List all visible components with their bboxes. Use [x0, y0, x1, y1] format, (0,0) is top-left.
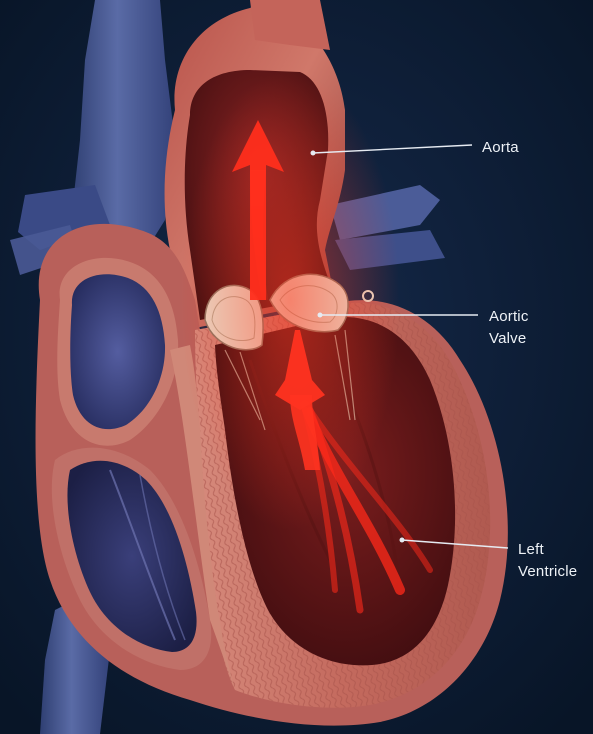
blood-flow-glow [180, 70, 400, 530]
leader-dot-aorta [311, 151, 316, 156]
label-aortic-valve: Aortic Valve [489, 306, 529, 350]
label-left-ventricle-line-1: Left [518, 539, 577, 561]
label-aortic-valve-line-1: Aortic [489, 306, 529, 328]
leader-dot-left-ventricle [400, 538, 405, 543]
label-aorta-text: Aorta [482, 137, 519, 159]
label-aorta: Aorta [482, 137, 519, 159]
label-left-ventricle-line-2: Ventricle [518, 561, 577, 583]
label-left-ventricle: Left Ventricle [518, 539, 577, 583]
label-aortic-valve-line-2: Valve [489, 328, 529, 350]
leader-dot-aortic-valve [318, 313, 323, 318]
